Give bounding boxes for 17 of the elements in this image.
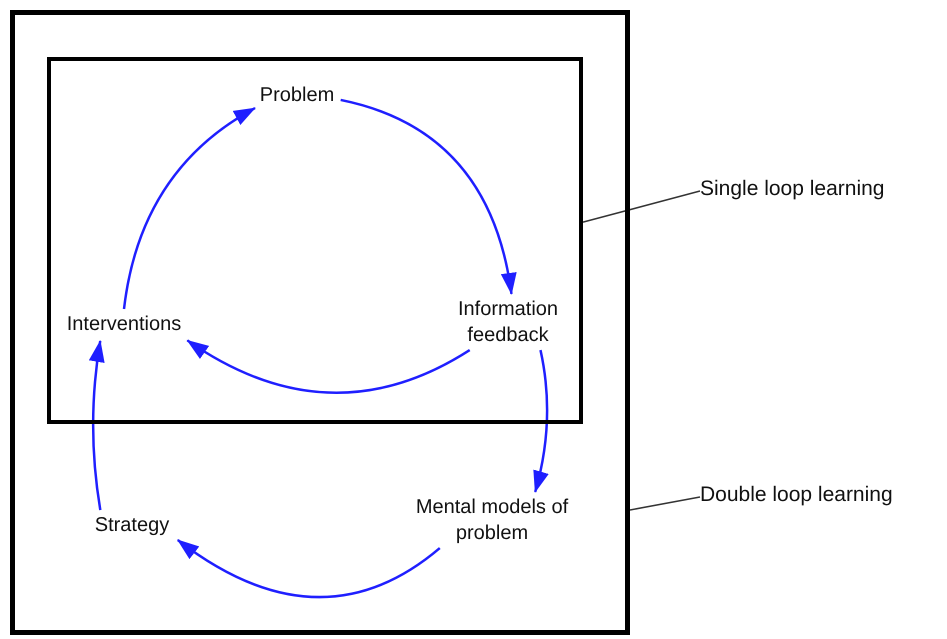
step-label: Mental models of problem xyxy=(402,494,582,546)
curved-arrow xyxy=(532,350,548,493)
step-label: Information feedback xyxy=(450,296,566,348)
loop-frame xyxy=(47,57,583,424)
callout-label: Double loop learning xyxy=(700,482,944,512)
callout-label: Single loop learning xyxy=(700,176,940,206)
leader-line xyxy=(630,496,700,511)
step-label: Problem xyxy=(255,82,339,110)
step-label: Strategy xyxy=(88,512,176,540)
step-label: Interventions xyxy=(58,311,190,339)
curved-arrow xyxy=(186,339,470,394)
loop-frame xyxy=(10,10,630,635)
curved-arrow xyxy=(176,538,441,598)
curved-arrow xyxy=(340,98,516,295)
curved-arrow xyxy=(89,340,105,510)
leader-line xyxy=(582,190,700,223)
curved-arrow xyxy=(122,106,256,310)
